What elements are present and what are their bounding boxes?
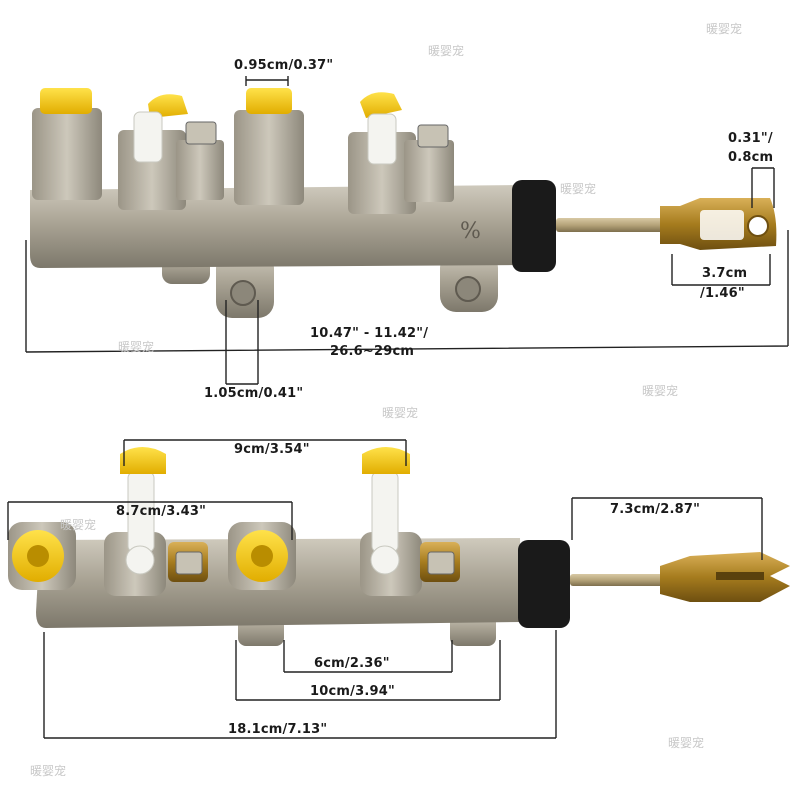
top-dimension-lines	[25, 76, 789, 385]
dim-rod-length: 7.3cm/2.87"	[610, 502, 701, 517]
bottom-push-rod	[570, 574, 670, 586]
watermark-3: 暖婴宠	[560, 182, 597, 196]
watermark-7: 暖婴宠	[60, 518, 97, 532]
bottom-cylinder	[8, 447, 790, 646]
svg-text:%: %	[460, 219, 481, 244]
watermark-9: 暖婴宠	[30, 764, 67, 778]
dim-clevis-gap-line2: 0.8cm	[728, 150, 774, 165]
bottom-rubber-seal	[518, 540, 570, 628]
top-tower-3	[234, 110, 304, 205]
dim-mount-outer: 10cm/3.94"	[310, 684, 395, 699]
dim-port-width: 0.95cm/0.37"	[234, 58, 334, 73]
top-yellow-cap-2	[246, 88, 292, 114]
dim-reservoir-spacing: 9cm/3.54"	[234, 442, 310, 457]
watermark-1: 暖婴宠	[428, 44, 465, 58]
bottom-yellow-cap-1	[120, 447, 166, 474]
top-yellow-cap-1	[40, 88, 92, 114]
watermark-6: 暖婴宠	[382, 406, 419, 420]
dim-mount-spacing: 6cm/2.36"	[314, 656, 390, 671]
top-push-rod	[556, 218, 668, 232]
watermark-4: 暖婴宠	[118, 340, 155, 354]
dim-body-length: 18.1cm/7.13"	[228, 722, 328, 737]
bottom-yellow-cap-2	[362, 447, 410, 474]
dim-port-spacing: 8.7cm/3.43"	[116, 504, 207, 519]
bottom-dimension-lines	[7, 439, 763, 739]
dim-clevis-length-line2: /1.46"	[700, 286, 745, 301]
dim-clevis-gap-line1: 0.31"/	[728, 131, 773, 146]
dim-bottom-port: 1.05cm/0.41"	[204, 386, 304, 401]
dim-total-line1: 10.47" - 11.42"/	[310, 326, 429, 341]
top-yellow-cap-4	[360, 92, 402, 118]
dim-total-line2: 26.6~29cm	[330, 344, 415, 359]
watermark-5: 暖婴宠	[642, 384, 679, 398]
watermark-2: 暖婴宠	[706, 22, 743, 36]
dim-clevis-length-line1: 3.7cm	[702, 266, 748, 281]
top-tower-1	[32, 108, 102, 200]
top-cylinder: %	[30, 88, 777, 318]
watermark-8: 暖婴宠	[668, 736, 705, 750]
top-tower-4	[348, 132, 416, 214]
top-rubber-seal	[512, 180, 556, 272]
